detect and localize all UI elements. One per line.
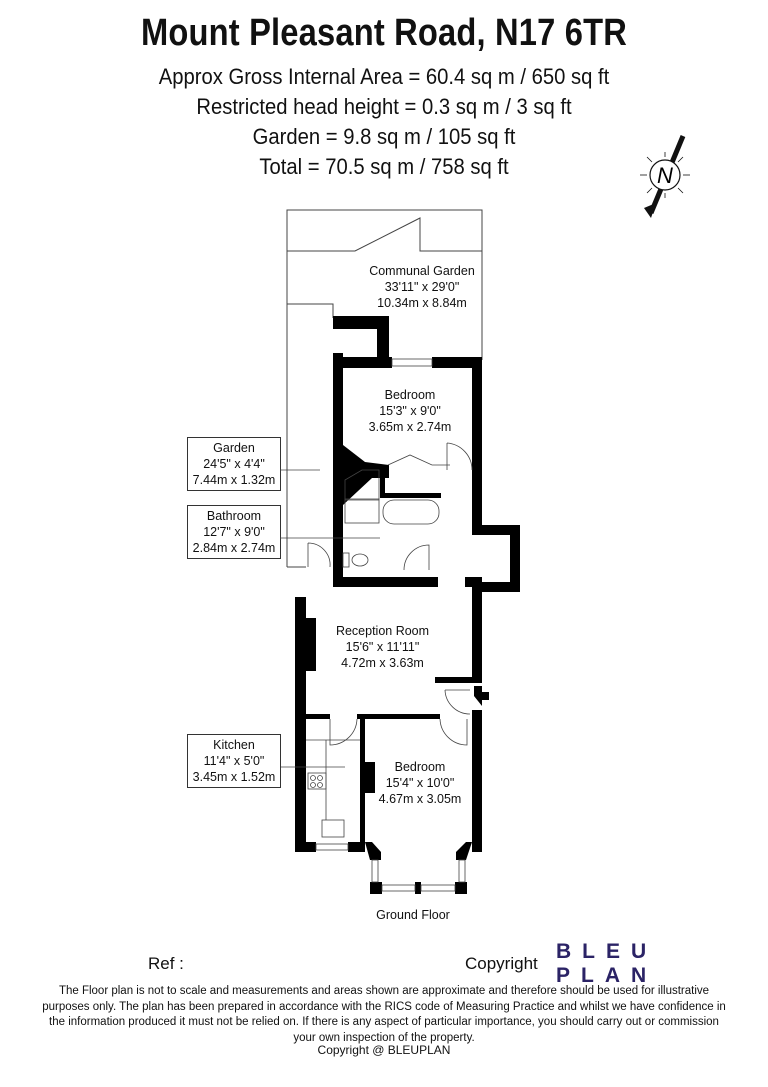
disclaimer: The Floor plan is not to scale and measu… xyxy=(42,985,726,1044)
garden-area: Garden = 9.8 sq m / 105 sq ft xyxy=(252,124,516,149)
room-communal-garden: Communal Garden 33'11" x 29'0" 10.34m x … xyxy=(360,263,484,311)
logo-line-2: PLAN xyxy=(556,964,658,987)
compass-label: N xyxy=(657,163,673,188)
page-title: Mount Pleasant Road, N17 6TR xyxy=(140,12,628,54)
room-imperial: 15'4" x 10'0" xyxy=(385,776,455,790)
total-area: Total = 70.5 sq m / 758 sq ft xyxy=(259,154,509,179)
room-kitchen: Kitchen 11'4" x 5'0" 3.45m x 1.52m xyxy=(187,734,281,788)
room-imperial: 12'7" x 9'0" xyxy=(203,525,265,539)
ref-label: Ref : xyxy=(148,954,184,973)
bleuplan-logo: BLEU PLAN xyxy=(556,940,657,988)
room-imperial: 15'6" x 11'11" xyxy=(345,640,420,654)
copyright-label: Copyright xyxy=(465,954,538,973)
room-metric: 2.84m x 2.74m xyxy=(192,541,276,555)
room-name: Bedroom xyxy=(394,760,446,774)
room-metric: 3.45m x 1.52m xyxy=(192,770,276,784)
room-bedroom-rear: Bedroom 15'3" x 9'0" 3.65m x 2.74m xyxy=(360,387,460,435)
windows xyxy=(315,358,466,892)
room-imperial: 11'4" x 5'0" xyxy=(203,754,265,768)
room-metric: 10.34m x 8.84m xyxy=(377,296,467,310)
room-metric: 4.67m x 3.05m xyxy=(378,792,462,806)
doors-fixtures xyxy=(306,442,473,838)
garden-outline xyxy=(286,209,483,568)
room-imperial: 33'11" x 29'0" xyxy=(384,280,460,294)
room-name: Communal Garden xyxy=(369,264,475,278)
room-metric: 7.44m x 1.32m xyxy=(192,473,276,487)
room-garden: Garden 24'5" x 4'4" 7.44m x 1.32m xyxy=(187,437,281,491)
room-name: Garden xyxy=(213,441,255,455)
room-bathroom: Bathroom 12'7" x 9'0" 2.84m x 2.74m xyxy=(187,505,281,559)
room-name: Bedroom xyxy=(384,388,436,402)
room-name: Bathroom xyxy=(206,509,262,523)
room-reception: Reception Room 15'6" x 11'11" 4.72m x 3.… xyxy=(325,623,440,671)
floor-label: Ground Floor xyxy=(376,908,450,922)
room-imperial: 24'5" x 4'4" xyxy=(203,457,265,471)
copyright-line: Copyright @ BLEUPLAN xyxy=(317,1043,451,1057)
room-imperial: 15'3" x 9'0" xyxy=(379,404,441,418)
room-metric: 4.72m x 3.63m xyxy=(341,656,424,670)
logo-line-1: BLEU xyxy=(556,940,658,963)
room-name: Reception Room xyxy=(335,624,430,638)
restricted-head-height: Restricted head height = 0.3 sq m / 3 sq… xyxy=(196,94,572,119)
room-name: Kitchen xyxy=(213,738,255,752)
walls xyxy=(295,316,520,894)
room-metric: 3.65m x 2.74m xyxy=(368,420,452,434)
room-bedroom-front: Bedroom 15'4" x 10'0" 4.67m x 3.05m xyxy=(368,759,472,807)
gross-internal-area: Approx Gross Internal Area = 60.4 sq m /… xyxy=(158,64,610,89)
north-arrow-icon xyxy=(640,135,690,218)
